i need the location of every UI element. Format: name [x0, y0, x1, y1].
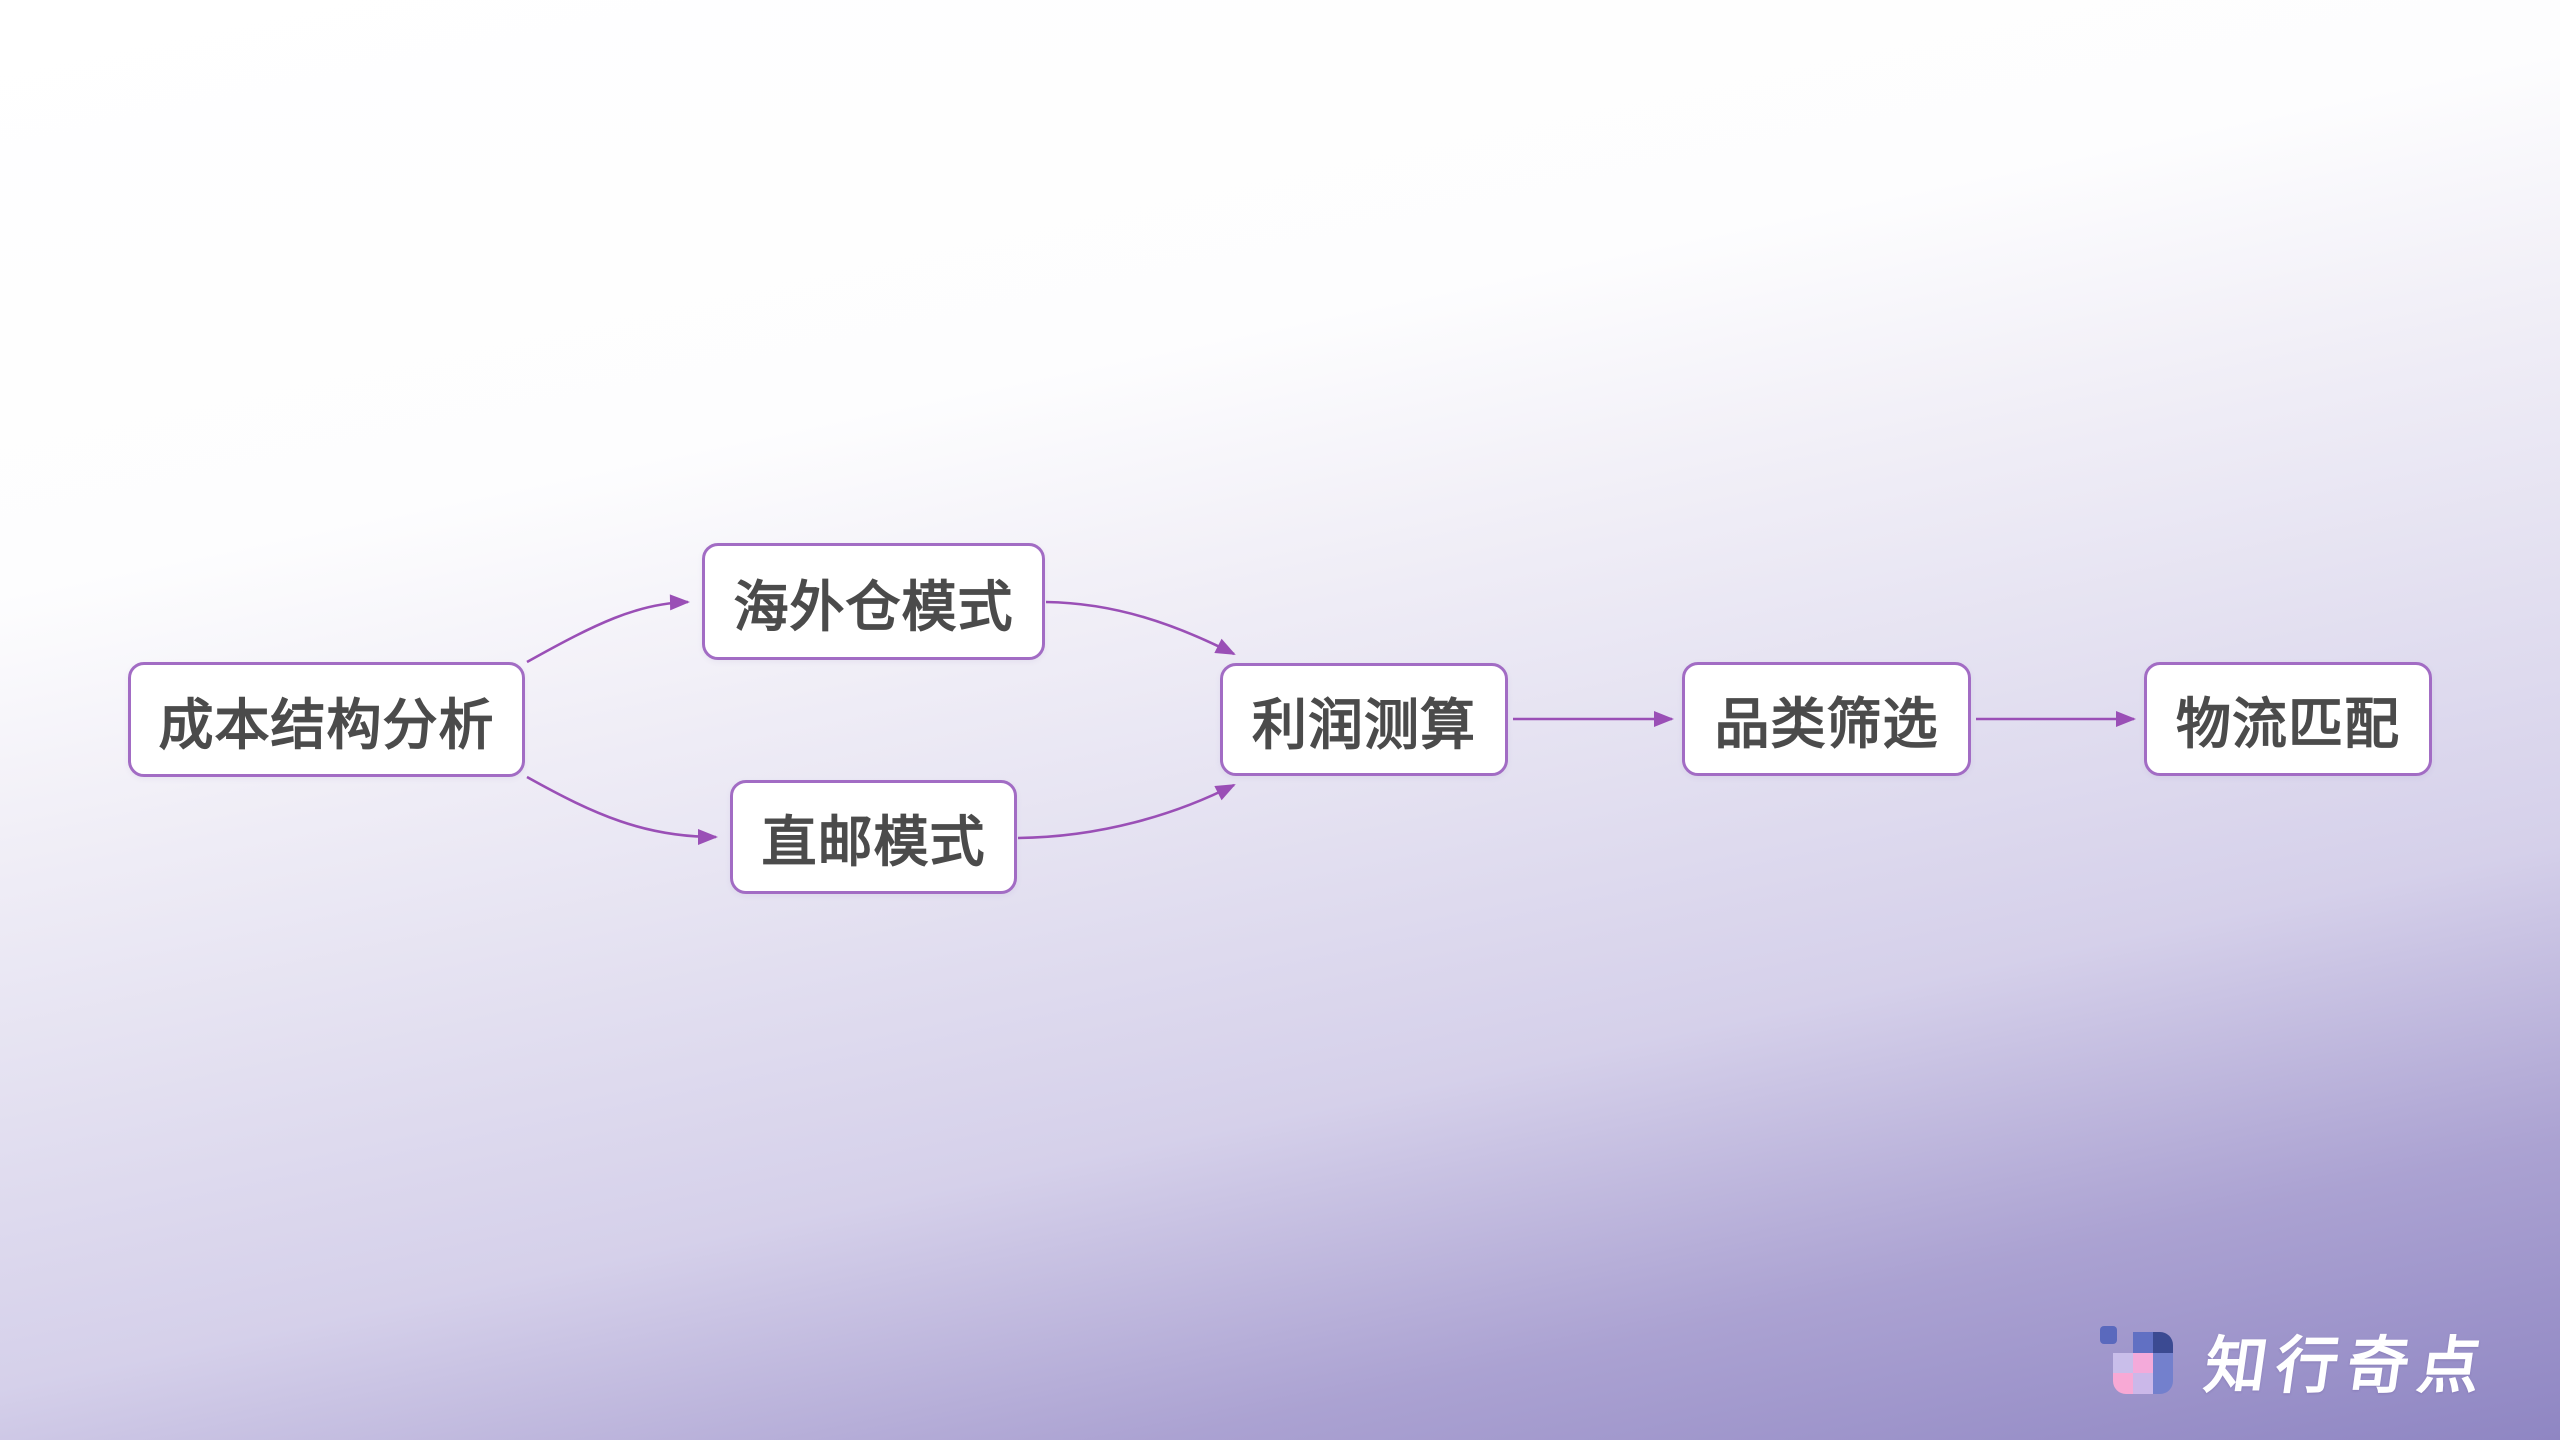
node-label: 成本结构分析 — [158, 693, 495, 756]
node-label: 海外仓模式 — [733, 575, 1014, 638]
edge-cost-to-overseas — [526, 594, 690, 664]
node-label: 品类筛选 — [1714, 693, 1939, 755]
logo-cell — [2153, 1373, 2173, 1394]
logo-cell — [2113, 1373, 2133, 1394]
node-cost-structure-analysis: 成本结构分析 — [128, 662, 525, 777]
logo-cell — [2153, 1352, 2173, 1374]
node-label: 直邮模式 — [761, 811, 986, 873]
node-direct-mail-model: 直邮模式 — [730, 780, 1017, 894]
logo-cell — [2113, 1352, 2133, 1374]
logo-cell — [2133, 1332, 2153, 1353]
node-category-selection: 品类筛选 — [1682, 662, 1971, 776]
edge-cost-to-direct — [526, 775, 718, 845]
brand-logo: 知行奇点 — [2100, 1315, 2494, 1405]
logo-main-grid — [2113, 1332, 2173, 1394]
node-overseas-warehouse-model: 海外仓模式 — [702, 543, 1045, 660]
logo-cell — [2133, 1373, 2153, 1394]
logo-cell — [2153, 1332, 2173, 1353]
edge-overseas-to-profit — [1045, 600, 1236, 656]
node-label: 利润测算 — [1251, 693, 1476, 756]
brand-logo-text: 知行奇点 — [2200, 1332, 2494, 1401]
node-logistics-matching: 物流匹配 — [2144, 662, 2432, 776]
logo-small-square — [2100, 1326, 2117, 1344]
logo-cell — [2113, 1332, 2133, 1353]
logo-cell — [2133, 1352, 2153, 1374]
node-profit-calculation: 利润测算 — [1220, 663, 1508, 776]
pixel-grid-logo-icon — [2100, 1325, 2174, 1395]
node-label: 物流匹配 — [2175, 693, 2400, 755]
edge-direct-to-profit — [1017, 783, 1236, 840]
